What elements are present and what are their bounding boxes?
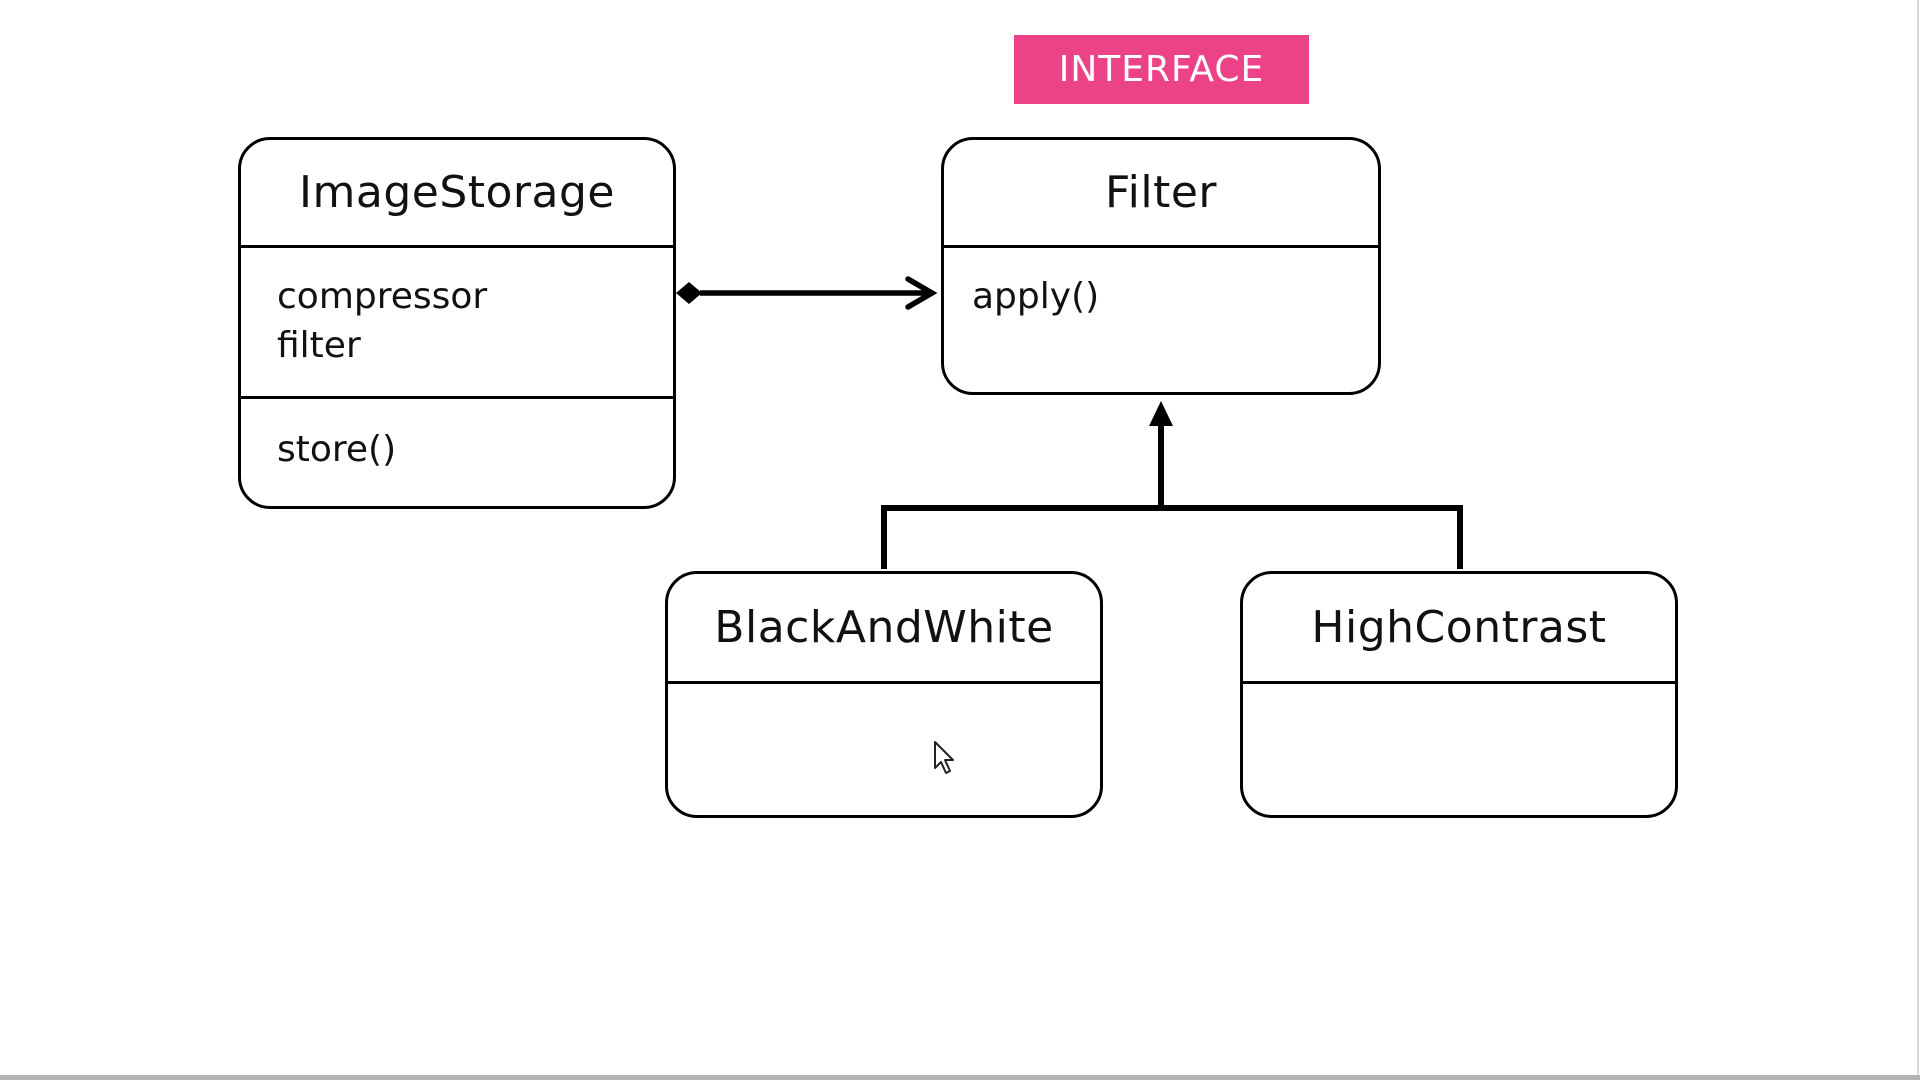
method-apply: apply() <box>972 276 1100 317</box>
class-box-imagestorage[interactable]: ImageStorage compressor filter store() <box>238 137 676 509</box>
fields-section-imagestorage: compressor filter <box>241 248 673 399</box>
composition-connector <box>676 276 938 310</box>
class-box-highcontrast[interactable]: HighContrast <box>1240 571 1678 818</box>
field-compressor: compressor <box>277 276 488 317</box>
methods-section-imagestorage: store() <box>241 399 673 474</box>
method-store: store() <box>277 429 397 470</box>
inheritance-arrowhead <box>1149 401 1173 426</box>
class-box-filter[interactable]: Filter apply() <box>941 137 1381 395</box>
page-bottom-edge <box>0 1075 1920 1080</box>
field-filter: filter <box>277 325 361 366</box>
class-name-highcontrast: HighContrast <box>1243 574 1675 684</box>
methods-section-filter: apply() <box>944 248 1378 321</box>
class-name-blackandwhite: BlackAndWhite <box>668 574 1100 684</box>
composition-diamond <box>676 282 702 304</box>
composition-arrowhead <box>905 276 938 310</box>
mouse-pointer-icon <box>934 741 954 774</box>
interface-stereotype-label: INTERFACE <box>1014 35 1309 104</box>
page-right-edge <box>1917 0 1919 1080</box>
inheritance-branch-line <box>881 505 1463 569</box>
class-name-filter: Filter <box>944 140 1378 248</box>
class-box-blackandwhite[interactable]: BlackAndWhite <box>665 571 1103 818</box>
inheritance-connector <box>881 401 1463 569</box>
class-name-imagestorage: ImageStorage <box>241 140 673 248</box>
